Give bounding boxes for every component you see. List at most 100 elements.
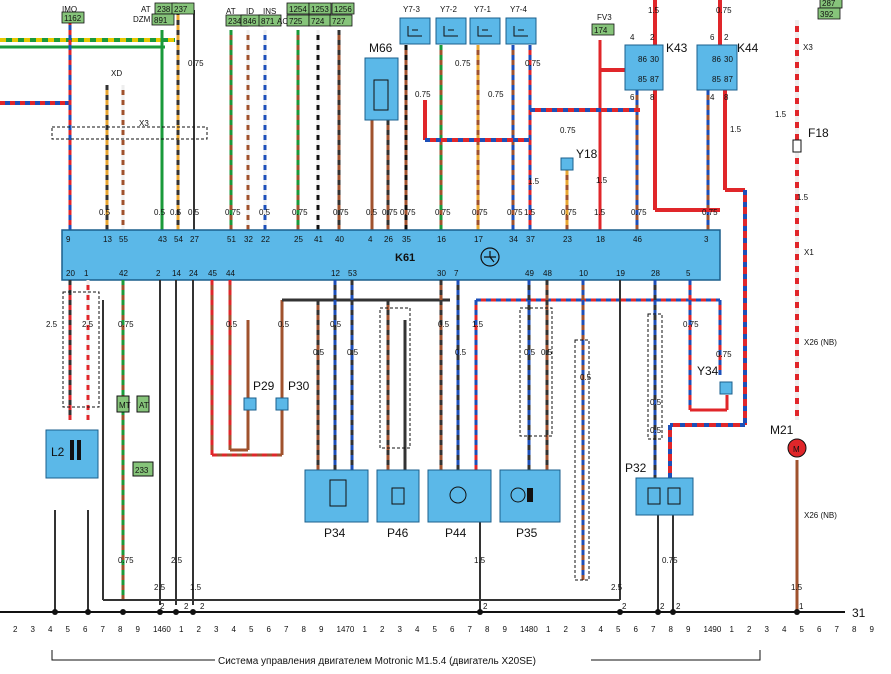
wire-size: 1.5	[474, 556, 486, 565]
wire-size: 1.5	[528, 177, 540, 186]
valve-y7-4: Y7-4	[505, 5, 537, 45]
bus-label: 1	[546, 625, 551, 634]
wire-size: 0.5	[188, 208, 200, 217]
sensor-p30: P30	[275, 379, 310, 411]
bus-label: 6	[634, 625, 639, 634]
wire-size: 0.5	[226, 320, 238, 329]
bus-label: 8	[302, 625, 307, 634]
wire-size: 0.75	[292, 208, 308, 217]
ecu-bottom-pin: 24	[189, 269, 198, 278]
ecu-bottom-pin: 19	[616, 269, 625, 278]
bus-label: 3	[398, 625, 403, 634]
ecu-top-pin: 16	[437, 235, 446, 244]
ecu-bottom-pin: 7	[454, 269, 459, 278]
wire-size: 0.5	[259, 208, 271, 217]
wire-size: 2.5	[611, 583, 623, 592]
bus-label: 8	[669, 625, 674, 634]
bus-junction	[157, 609, 163, 615]
valve-y7-3: Y7-3	[399, 5, 431, 45]
ref-box: 891	[154, 16, 168, 25]
wire-size: 0.75	[455, 59, 471, 68]
label-y34: Y34	[697, 364, 719, 378]
bus-junction	[617, 609, 623, 615]
label-x3-left: X3	[139, 119, 149, 128]
wire-size: 0.75	[631, 208, 647, 217]
ecu-top-pin: 23	[563, 235, 572, 244]
bus-label: 8	[485, 625, 490, 634]
bus-label: 7	[284, 625, 289, 634]
k44-pin-87: 87	[724, 75, 733, 84]
ref-label: AT	[141, 5, 151, 14]
shield-outlines	[51, 126, 663, 581]
ecu-top-pin: 43	[158, 235, 167, 244]
wire-size: 1.5	[791, 583, 803, 592]
wire-size: 1.5	[190, 583, 202, 592]
label-k44: K44	[737, 41, 759, 55]
wire-size: 0.75	[225, 208, 241, 217]
ecu-top-pin: 13	[103, 235, 112, 244]
label-l2: L2	[51, 445, 65, 459]
badge-at: AT	[139, 401, 149, 410]
bus-junction	[477, 609, 483, 615]
ref-label: DZM	[133, 15, 151, 24]
wire-size: 0.75	[488, 90, 504, 99]
ecu-top-pin: 9	[66, 235, 71, 244]
wire-size: 0.75	[683, 320, 699, 329]
ground-pin: 2	[622, 602, 627, 611]
ecu-top-pin: 26	[384, 235, 393, 244]
label-f18: F18	[808, 126, 829, 140]
label-x26-top: X26 (NB)	[804, 338, 837, 347]
k44-conn-2: 2	[724, 33, 729, 42]
ecu-k61	[61, 229, 721, 281]
wire-size: 0.75	[118, 320, 134, 329]
k43-pin-86: 86	[638, 55, 647, 64]
ecu-top-pin: 4	[368, 235, 373, 244]
bus-label: 9	[136, 625, 141, 634]
ref-box: 727	[332, 17, 346, 26]
bus-junction	[173, 609, 179, 615]
wire-size: 1.5	[596, 176, 608, 185]
k44-conn-8: 8	[724, 93, 729, 102]
bus-label: 2	[747, 625, 752, 634]
wire-size: 0.75	[472, 208, 488, 217]
ecu-top-pin: 40	[335, 235, 344, 244]
ecu-bottom-pin: 12	[331, 269, 340, 278]
ref-box: 724	[311, 17, 325, 26]
wire-size: 0.75	[333, 208, 349, 217]
k43-pin-87: 87	[650, 75, 659, 84]
wire-size: 1.5	[648, 6, 660, 15]
ref-box: 1254	[289, 5, 307, 14]
bus-junction	[120, 609, 126, 615]
wire-size: 2.5	[171, 556, 183, 565]
wire-size: 0.5	[524, 348, 536, 357]
wire-size: 0.5	[541, 348, 553, 357]
wire-size: 2.5	[82, 320, 94, 329]
wire-size: 1.5	[730, 125, 742, 134]
wire-size: 0.5	[154, 208, 166, 217]
bus-junction	[655, 609, 661, 615]
ecu-top-wires	[68, 10, 710, 230]
wire-size: 0.5	[580, 373, 592, 382]
label-p29: P29	[253, 379, 275, 393]
bus-label: 2	[564, 625, 569, 634]
ref-box: 392	[820, 10, 834, 19]
ecu-symbol-icon	[480, 247, 500, 267]
bus-label: 1490	[704, 625, 722, 634]
wire-size: 0.75	[716, 6, 732, 15]
bus-label: 8	[118, 625, 123, 634]
ignition-coil-l2: L2	[45, 429, 99, 479]
bus-label: 4	[48, 625, 53, 634]
ground-bus-junctions	[52, 609, 800, 615]
wire-size: 2.5	[154, 583, 166, 592]
label-y7-4: Y7-4	[510, 5, 527, 14]
ref-label: ID	[246, 7, 254, 16]
k43-conn-6: 6	[630, 93, 635, 102]
ecu-top-pin: 25	[294, 235, 303, 244]
label-p44: P44	[445, 526, 467, 540]
